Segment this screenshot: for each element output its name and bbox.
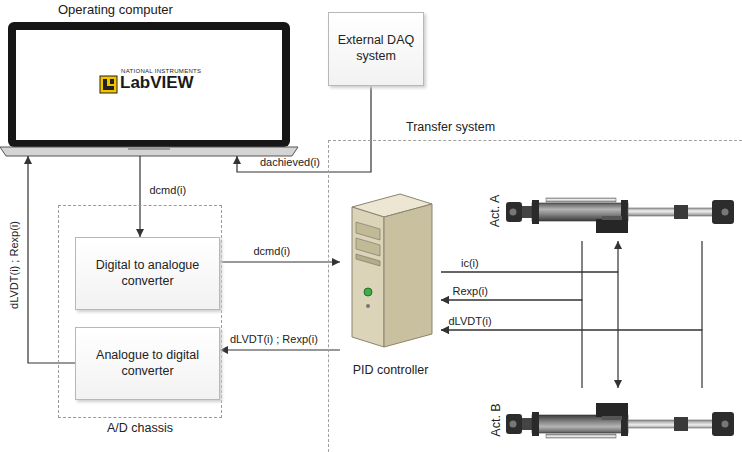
actuator-label: Act. B xyxy=(488,403,502,436)
daq-box: External DAQ system xyxy=(328,12,424,86)
brand-text: NATIONAL INSTRUMENTS xyxy=(121,68,201,74)
heading-label: Operating computer xyxy=(58,2,173,17)
signal-label: ic(i) xyxy=(461,257,479,269)
signal-arrow xyxy=(220,261,340,262)
actuator-a xyxy=(506,198,734,233)
signal-label: dLVDT(i) ; Rexp(i) xyxy=(230,333,318,345)
signal-arrow xyxy=(441,300,582,388)
transfer-region: PID controllerAct. AAct. BTransfer syste… xyxy=(328,140,742,452)
laptop-notch xyxy=(128,147,170,150)
actuator-label: Act. A xyxy=(488,194,502,227)
box-label: External DAQ system xyxy=(329,33,423,64)
converter-box: Digital to analogue converter xyxy=(75,237,220,310)
signal-label: dcmd(i) xyxy=(254,245,291,257)
signal-label: dLVDT(i) ; Rexp(i) xyxy=(8,221,20,309)
logo-text: LabVIEW xyxy=(120,73,194,93)
group-label: A/D chassis xyxy=(107,421,173,435)
actuator-node: Act. B xyxy=(482,388,739,451)
signal-arrow xyxy=(441,241,702,330)
box-label: Digital to analogue converter xyxy=(76,258,219,289)
signal-arrow xyxy=(441,241,618,272)
signal-label: Rexp(i) xyxy=(453,285,488,297)
signal-arrow xyxy=(441,330,702,388)
region-label: Transfer system xyxy=(406,120,495,134)
signal-label: dachieved(i) xyxy=(260,156,320,168)
converter-box: Analogue to digital converter xyxy=(75,327,220,400)
laptop-computer: Operating computerLabVIEW xyxy=(0,22,298,156)
box-label: Analogue to digital converter xyxy=(76,348,219,379)
signal-arrow xyxy=(139,156,140,237)
laptop-screen xyxy=(16,30,282,140)
signal-label: dcmd(i) xyxy=(150,184,187,196)
labview-icon xyxy=(100,76,117,93)
controller-label: PID controller xyxy=(353,363,429,377)
server-tower xyxy=(352,194,432,347)
laptop-base xyxy=(0,147,298,156)
signal-arrow xyxy=(28,156,75,363)
pid-controller: PID controller xyxy=(340,188,441,379)
actuator-b xyxy=(506,403,734,438)
laptop-bezel xyxy=(8,22,290,147)
signal-label: dLVDT(i) xyxy=(449,315,492,327)
signal-arrow xyxy=(220,349,340,350)
chassis-group: Digital to analogue converterAnalogue to… xyxy=(58,205,222,418)
actuator-node: Act. A xyxy=(482,180,739,241)
signal-arrow xyxy=(441,241,582,300)
signal-arrow xyxy=(237,86,371,172)
